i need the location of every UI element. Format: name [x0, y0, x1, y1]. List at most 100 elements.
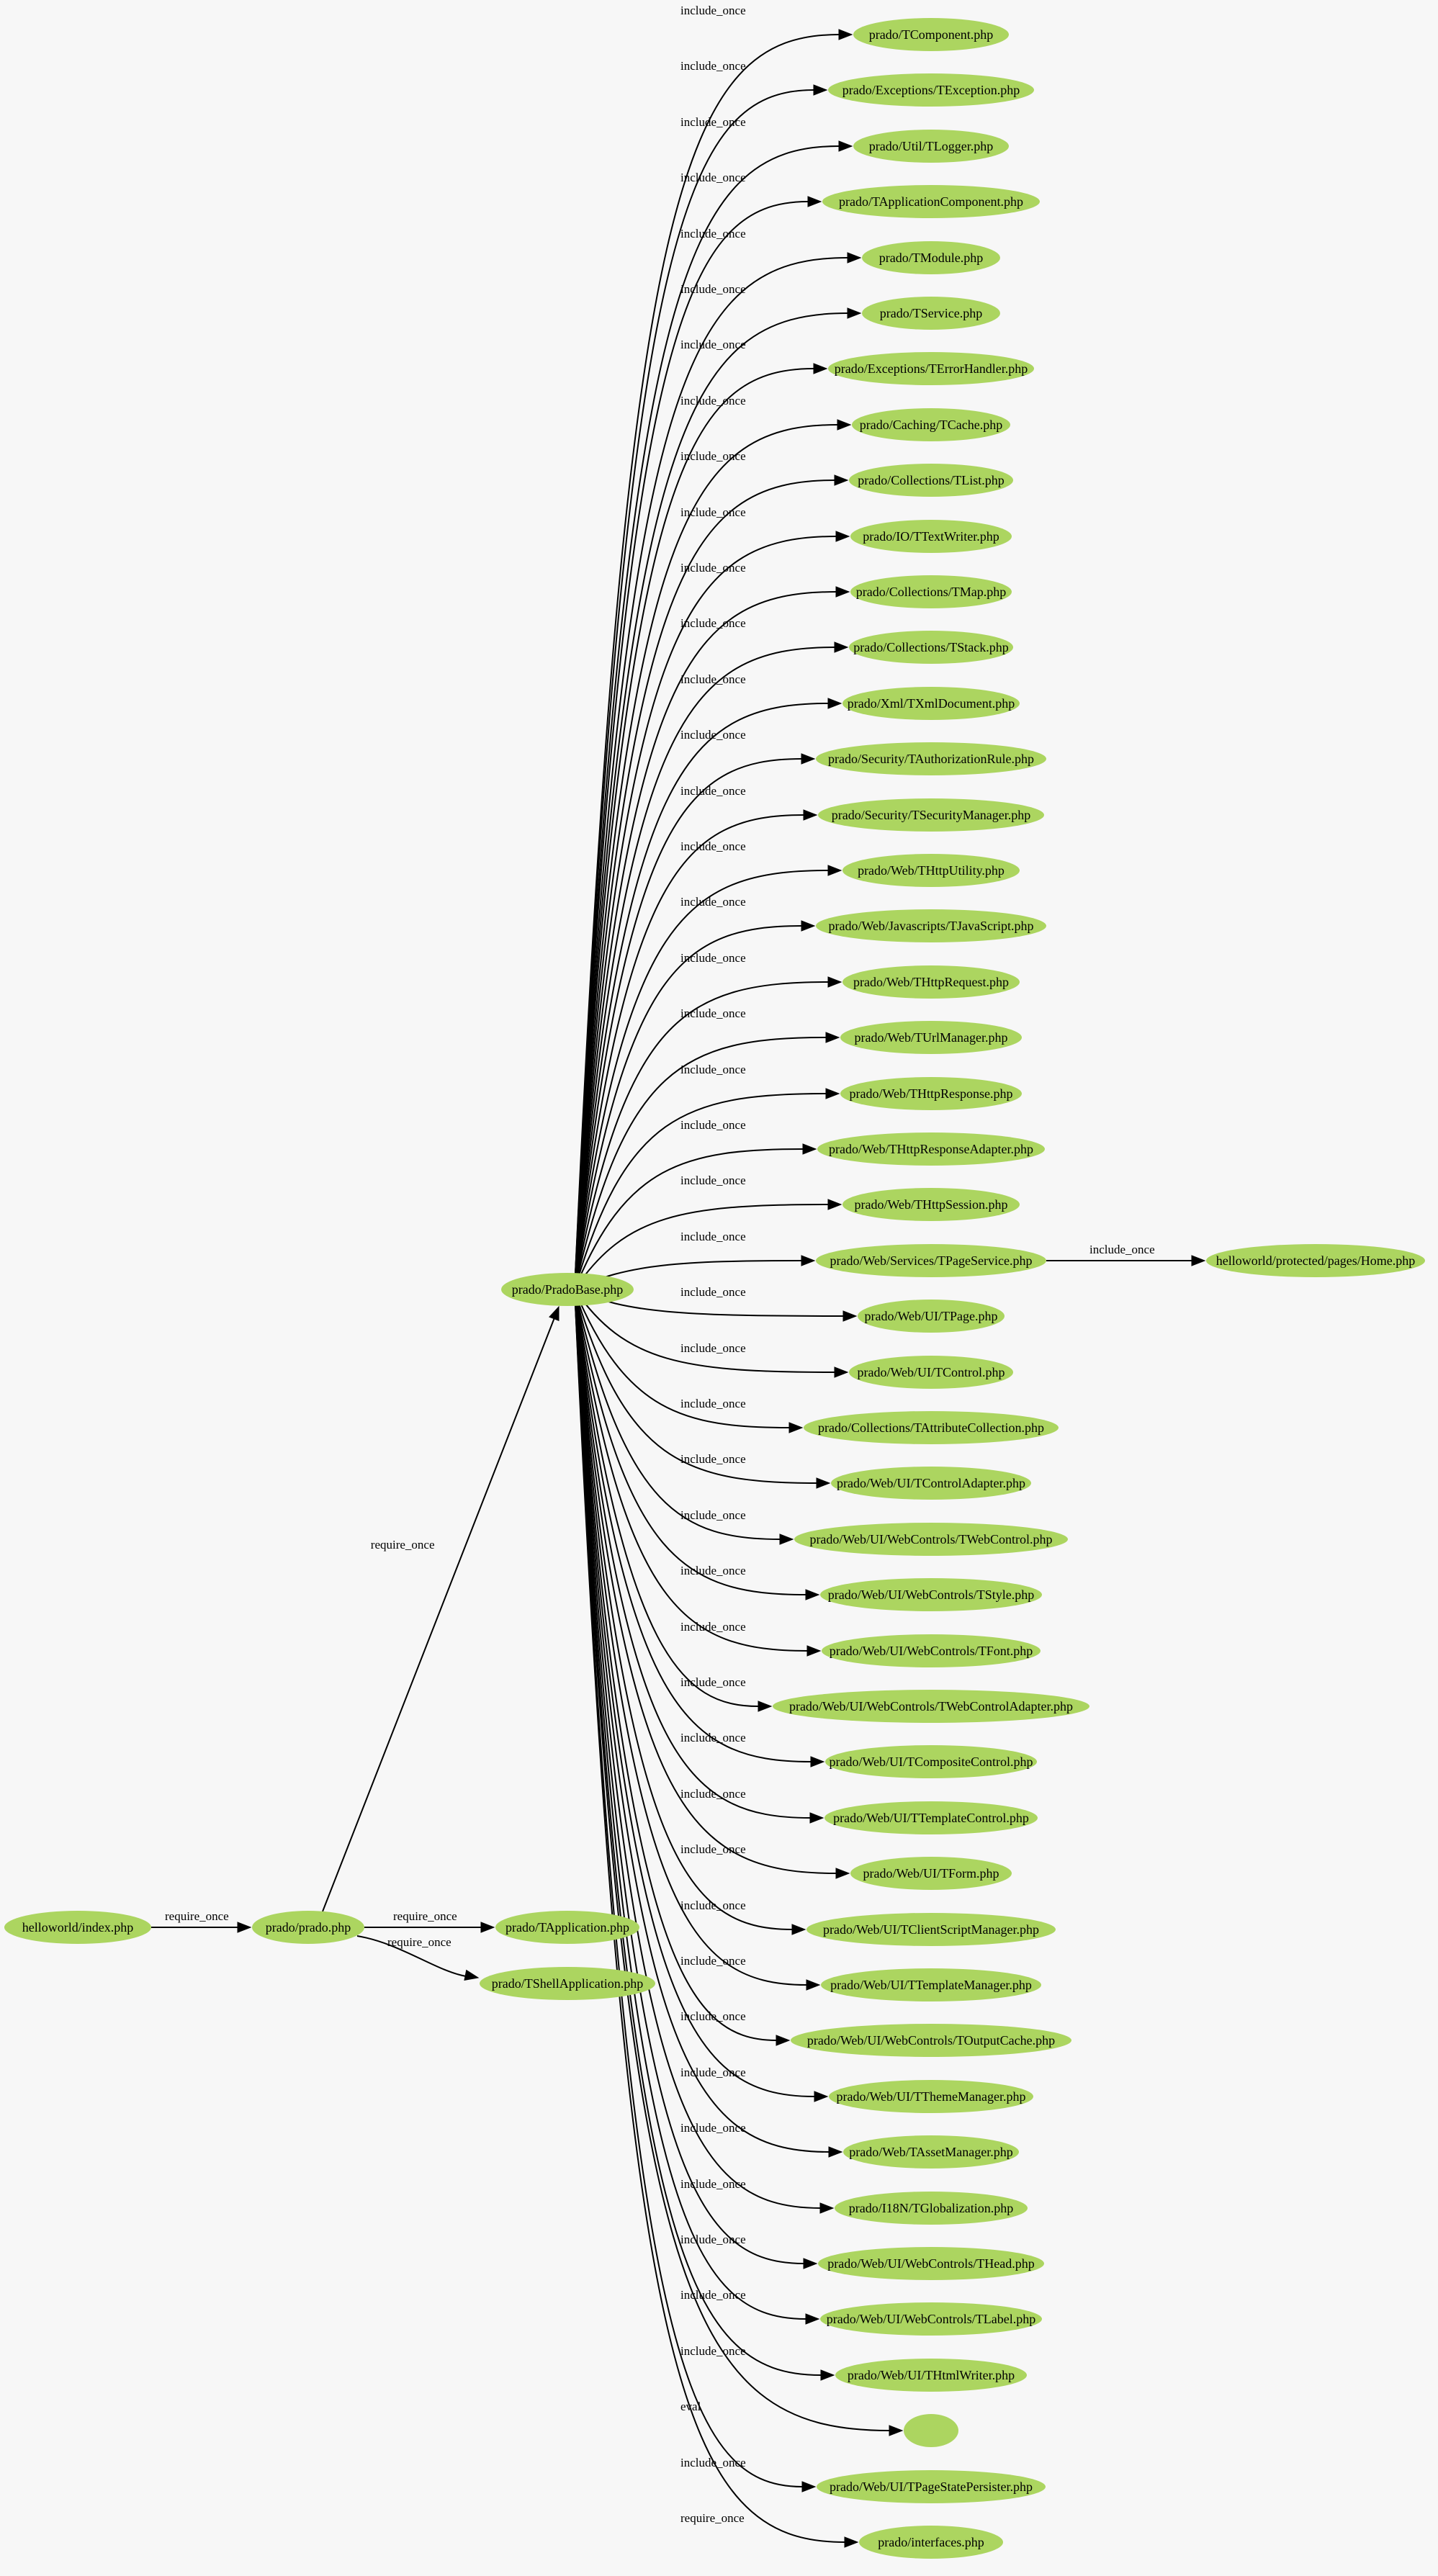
node-prado-tcomponent-php[interactable]: prado/TComponent.php: [853, 18, 1009, 51]
node-ellipse[interactable]: [824, 1801, 1038, 1834]
node-prado-web-ui-tclientscriptmanager-php[interactable]: prado/Web/UI/TClientScriptManager.php: [806, 1913, 1056, 1946]
node-prado-caching-tcache-php[interactable]: prado/Caching/TCache.php: [852, 408, 1010, 441]
node-prado-exceptions-terrorhandler-php[interactable]: prado/Exceptions/TErrorHandler.php: [828, 352, 1034, 385]
node-prado-collections-tstack-php[interactable]: prado/Collections/TStack.php: [849, 631, 1013, 664]
node-prado-security-tauthorizationrule-php[interactable]: prado/Security/TAuthorizationRule.php: [816, 742, 1046, 775]
node-ellipse[interactable]: [820, 2302, 1042, 2336]
node-prado-web-ui-thtmlwriter-php[interactable]: prado/Web/UI/THtmlWriter.php: [835, 2359, 1027, 2392]
node-ellipse[interactable]: [818, 2247, 1044, 2280]
node-prado-collections-tlist-php[interactable]: prado/Collections/TList.php: [849, 464, 1013, 497]
node-ellipse[interactable]: [791, 2024, 1071, 2057]
node-prado-tshellapplication-php[interactable]: prado/TShellApplication.php: [480, 1967, 655, 2000]
node-prado-web-thttpresponse-php[interactable]: prado/Web/THttpResponse.php: [840, 1077, 1022, 1110]
node-ellipse[interactable]: [840, 1021, 1022, 1054]
node-t43[interactable]: [904, 2414, 958, 2447]
node-ellipse[interactable]: [820, 1578, 1042, 1611]
node-prado-web-ui-webcontrols-twebcontroladapter-php[interactable]: prado/Web/UI/WebControls/TWebControlAdap…: [773, 1690, 1089, 1723]
node-prado-web-thttpresponseadapter-php[interactable]: prado/Web/THttpResponseAdapter.php: [817, 1132, 1045, 1166]
node-ellipse[interactable]: [822, 1634, 1041, 1667]
node-prado-web-ui-webcontrols-tstyle-php[interactable]: prado/Web/UI/WebControls/TStyle.php: [820, 1578, 1042, 1611]
node-prado-web-services-tpageservice-php[interactable]: prado/Web/Services/TPageService.php: [816, 1244, 1046, 1277]
node-prado-web-ui-webcontrols-tfont-php[interactable]: prado/Web/UI/WebControls/TFont.php: [822, 1634, 1041, 1667]
node-ellipse[interactable]: [252, 1911, 364, 1944]
node-ellipse[interactable]: [773, 1690, 1089, 1723]
node-ellipse[interactable]: [842, 965, 1020, 999]
node-prado-web-ui-webcontrols-toutputcache-php[interactable]: prado/Web/UI/WebControls/TOutputCache.ph…: [791, 2024, 1071, 2057]
node-prado-xml-txmldocument-php[interactable]: prado/Xml/TXmlDocument.php: [842, 687, 1020, 720]
node-ellipse[interactable]: [853, 18, 1009, 51]
node-prado-web-ui-tpagestatepersister-php[interactable]: prado/Web/UI/TPageStatePersister.php: [817, 2470, 1046, 2503]
node-prado-util-tlogger-php[interactable]: prado/Util/TLogger.php: [853, 130, 1009, 163]
node-prado-tapplication-php[interactable]: prado/TApplication.php: [495, 1911, 639, 1944]
node-ellipse[interactable]: [835, 2359, 1027, 2392]
node-ellipse[interactable]: [850, 520, 1012, 553]
node-prado-web-thttpsession-php[interactable]: prado/Web/THttpSession.php: [842, 1188, 1020, 1221]
node-ellipse[interactable]: [859, 2526, 1003, 2559]
node-ellipse[interactable]: [825, 1745, 1037, 1778]
node-ellipse[interactable]: [1206, 1244, 1425, 1277]
node-helloworld-index-php[interactable]: helloworld/index.php: [4, 1911, 151, 1944]
node-prado-web-ui-ttemplatecontrol-php[interactable]: prado/Web/UI/TTemplateControl.php: [824, 1801, 1038, 1834]
node-ellipse[interactable]: [818, 798, 1044, 832]
node-ellipse[interactable]: [817, 2470, 1046, 2503]
node-prado-tapplicationcomponent-php[interactable]: prado/TApplicationComponent.php: [822, 185, 1040, 218]
node-ellipse[interactable]: [829, 2080, 1033, 2113]
node-ellipse[interactable]: [835, 2192, 1028, 2225]
node-prado-interfaces-php[interactable]: prado/interfaces.php: [859, 2526, 1003, 2559]
node-ellipse[interactable]: [828, 352, 1034, 385]
node-ellipse[interactable]: [816, 909, 1046, 942]
node-prado-security-tsecuritymanager-php[interactable]: prado/Security/TSecurityManager.php: [818, 798, 1044, 832]
node-ellipse[interactable]: [821, 1968, 1041, 2001]
node-ellipse[interactable]: [4, 1911, 151, 1944]
node-prado-web-ui-webcontrols-twebcontrol-php[interactable]: prado/Web/UI/WebControls/TWebControl.php: [794, 1523, 1068, 1556]
node-ellipse[interactable]: [852, 408, 1010, 441]
node-ellipse[interactable]: [495, 1911, 639, 1944]
node-ellipse[interactable]: [842, 854, 1020, 887]
node-prado-io-ttextwriter-php[interactable]: prado/IO/TTextWriter.php: [850, 520, 1012, 553]
node-prado-web-ui-tcompositecontrol-php[interactable]: prado/Web/UI/TCompositeControl.php: [825, 1745, 1037, 1778]
node-ellipse[interactable]: [862, 297, 1000, 330]
node-prado-tmodule-php[interactable]: prado/TModule.php: [862, 241, 1000, 274]
node-ellipse[interactable]: [831, 1467, 1031, 1500]
node-ellipse[interactable]: [816, 742, 1046, 775]
node-helloworld-protected-pages-home-php[interactable]: helloworld/protected/pages/Home.php: [1206, 1244, 1425, 1277]
node-ellipse[interactable]: [858, 1300, 1005, 1333]
node-prado-web-ui-tpage-php[interactable]: prado/Web/UI/TPage.php: [858, 1300, 1005, 1333]
node-ellipse[interactable]: [849, 1356, 1013, 1389]
node-prado-web-ui-webcontrols-tlabel-php[interactable]: prado/Web/UI/WebControls/TLabel.php: [820, 2302, 1042, 2336]
node-prado-collections-tmap-php[interactable]: prado/Collections/TMap.php: [850, 575, 1012, 608]
node-prado-web-thttputility-php[interactable]: prado/Web/THttpUtility.php: [842, 854, 1020, 887]
node-prado-web-ui-tcontroladapter-php[interactable]: prado/Web/UI/TControlAdapter.php: [831, 1467, 1031, 1500]
node-prado-web-turlmanager-php[interactable]: prado/Web/TUrlManager.php: [840, 1021, 1022, 1054]
node-ellipse[interactable]: [850, 1857, 1012, 1890]
node-ellipse[interactable]: [840, 1077, 1022, 1110]
node-prado-i18n-tglobalization-php[interactable]: prado/I18N/TGlobalization.php: [835, 2192, 1028, 2225]
node-prado-pradobase-php[interactable]: prado/PradoBase.php: [501, 1273, 634, 1306]
node-ellipse[interactable]: [501, 1273, 634, 1306]
node-prado-tservice-php[interactable]: prado/TService.php: [862, 297, 1000, 330]
node-ellipse[interactable]: [794, 1523, 1068, 1556]
node-ellipse[interactable]: [817, 1132, 1045, 1166]
node-ellipse[interactable]: [904, 2414, 958, 2447]
node-prado-prado-php[interactable]: prado/prado.php: [252, 1911, 364, 1944]
node-ellipse[interactable]: [849, 631, 1013, 664]
node-ellipse[interactable]: [843, 2135, 1019, 2169]
node-prado-web-ui-tform-php[interactable]: prado/Web/UI/TForm.php: [850, 1857, 1012, 1890]
node-prado-web-ui-webcontrols-thead-php[interactable]: prado/Web/UI/WebControls/THead.php: [818, 2247, 1044, 2280]
node-ellipse[interactable]: [828, 73, 1034, 107]
node-ellipse[interactable]: [849, 464, 1013, 497]
node-prado-web-thttprequest-php[interactable]: prado/Web/THttpRequest.php: [842, 965, 1020, 999]
node-ellipse[interactable]: [853, 130, 1009, 163]
node-ellipse[interactable]: [822, 185, 1040, 218]
node-ellipse[interactable]: [480, 1967, 655, 2000]
node-prado-web-ui-tthememanager-php[interactable]: prado/Web/UI/TThemeManager.php: [829, 2080, 1033, 2113]
node-ellipse[interactable]: [804, 1411, 1059, 1444]
node-ellipse[interactable]: [850, 575, 1012, 608]
node-ellipse[interactable]: [842, 1188, 1020, 1221]
node-prado-web-ui-tcontrol-php[interactable]: prado/Web/UI/TControl.php: [849, 1356, 1013, 1389]
node-ellipse[interactable]: [862, 241, 1000, 274]
node-ellipse[interactable]: [842, 687, 1020, 720]
node-ellipse[interactable]: [816, 1244, 1046, 1277]
node-prado-web-ui-ttemplatemanager-php[interactable]: prado/Web/UI/TTemplateManager.php: [821, 1968, 1041, 2001]
node-ellipse[interactable]: [806, 1913, 1056, 1946]
